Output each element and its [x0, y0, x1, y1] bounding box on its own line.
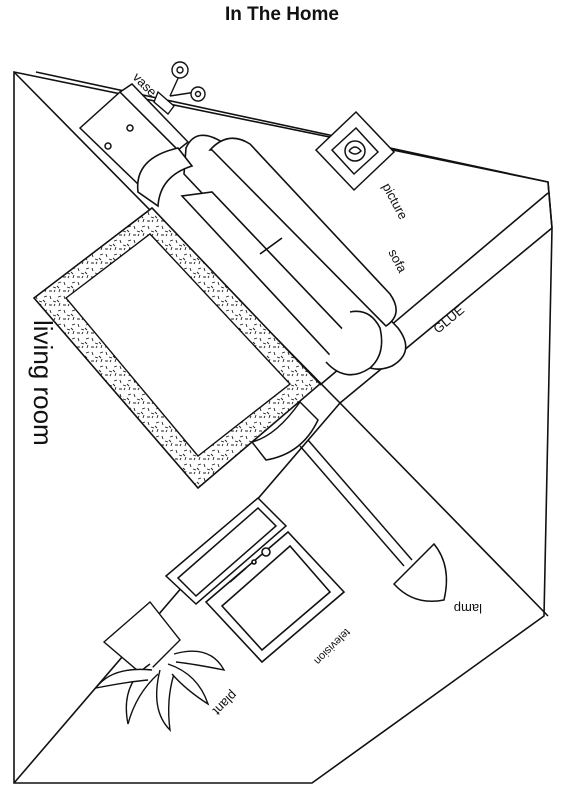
vase-icon — [153, 61, 206, 116]
television-icon — [204, 530, 346, 664]
coffee-table — [250, 400, 319, 461]
room-label: living room — [28, 320, 58, 446]
label-picture: picture — [379, 180, 411, 222]
picture-icon — [314, 110, 396, 192]
tv-stand — [164, 496, 288, 606]
label-lamp: lamp — [454, 601, 482, 616]
rug — [32, 206, 322, 490]
plant-icon — [94, 600, 226, 732]
lamp-icon — [299, 439, 448, 602]
page-title: In The Home — [224, 4, 339, 25]
label-television: television — [311, 626, 352, 667]
sofa-icon — [136, 134, 407, 376]
label-sofa: sofa — [385, 246, 410, 275]
label-glue: GLUE — [430, 302, 467, 336]
label-plant: plant — [210, 688, 241, 719]
